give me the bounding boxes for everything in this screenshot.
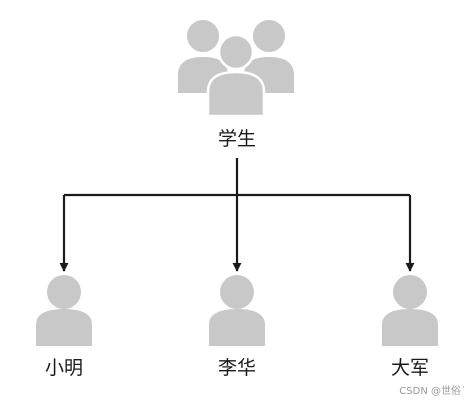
- user-icon: [36, 275, 92, 346]
- user-icon: [209, 275, 265, 346]
- user-group-center-person: [206, 33, 266, 118]
- user-group-icon: [176, 18, 296, 118]
- child-node-1: 小明: [36, 275, 92, 379]
- root-label: 学生: [218, 128, 256, 150]
- child-label-2: 李华: [218, 357, 256, 379]
- connectors: [59, 158, 415, 272]
- child-node-3: 大军: [382, 275, 438, 379]
- child-label-1: 小明: [45, 357, 83, 379]
- child-node-2: 李华: [209, 275, 265, 379]
- watermark-text: CSDN @世俗˙: [399, 385, 466, 397]
- user-icon: [382, 275, 438, 346]
- child-label-3: 大军: [391, 357, 429, 379]
